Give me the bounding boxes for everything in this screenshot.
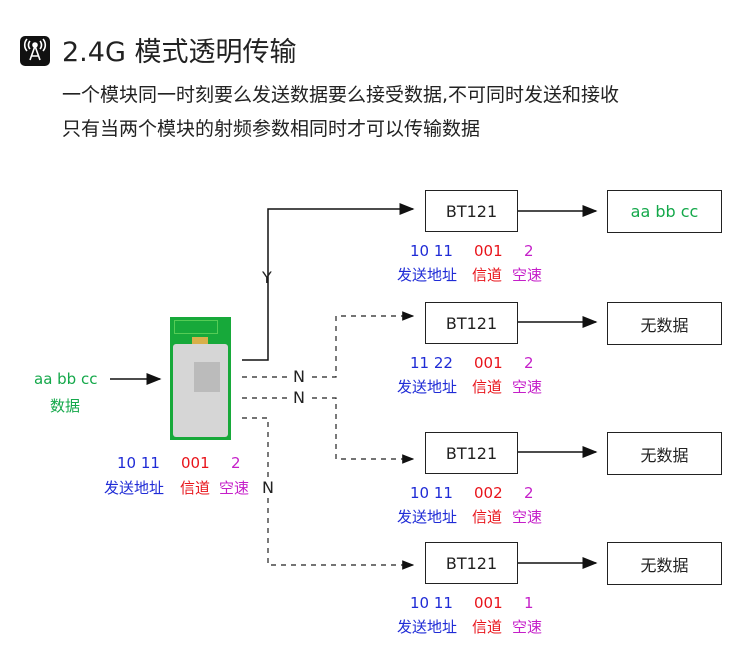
- description-line-1: 一个模块同一时刻要么发送数据要么接受数据,不可同时发送和接收: [62, 84, 620, 106]
- receiver-output-box: 无数据: [607, 432, 722, 475]
- flag-n: N: [293, 388, 305, 407]
- receiver-output-box: aa bb cc: [607, 190, 722, 233]
- receiver-channel: 001: [474, 242, 503, 260]
- source-rate: 2: [231, 454, 241, 472]
- receiver-rate-label: 空速: [512, 266, 543, 284]
- receiver-rate-label: 空速: [512, 378, 543, 396]
- receiver-channel-label: 信道: [472, 508, 503, 526]
- branch-line-n3: [242, 417, 413, 565]
- input-data: aa bb cc: [34, 370, 98, 388]
- receiver-rate: 2: [524, 354, 534, 372]
- receiver-addr: 11 22: [410, 354, 453, 372]
- source-addr-label: 发送地址: [104, 479, 165, 497]
- bt121-module-image: [170, 317, 231, 440]
- branch-line-y: [242, 203, 415, 361]
- flag-y: Y: [262, 268, 272, 287]
- receiver-addr: 10 11: [410, 594, 453, 612]
- receiver-rate-label: 空速: [512, 508, 543, 526]
- receiver-addr: 10 11: [410, 484, 453, 502]
- receiver-addr-label: 发送地址: [397, 266, 458, 284]
- receiver-addr-label: 发送地址: [397, 618, 458, 636]
- source-channel: 001: [181, 454, 210, 472]
- receiver-addr-label: 发送地址: [397, 378, 458, 396]
- receiver-module-box: BT121: [425, 542, 518, 584]
- description-line-2: 只有当两个模块的射频参数相同时才可以传输数据: [62, 118, 481, 140]
- receiver-output-box: 无数据: [607, 542, 722, 585]
- receiver-addr: 10 11: [410, 242, 453, 260]
- receiver-channel: 001: [474, 594, 503, 612]
- branch-line-n2: [242, 397, 413, 459]
- page-title: 2.4G 模式透明传输: [62, 37, 297, 68]
- receiver-channel: 001: [474, 354, 503, 372]
- receiver-output-box: 无数据: [607, 302, 722, 345]
- source-addr: 10 11: [117, 454, 160, 472]
- input-label: 数据: [50, 397, 81, 415]
- receiver-rate: 1: [524, 594, 534, 612]
- source-rate-label: 空速: [219, 479, 250, 497]
- flag-n: N: [262, 478, 274, 497]
- source-channel-label: 信道: [180, 479, 211, 497]
- receiver-channel-label: 信道: [472, 266, 503, 284]
- receiver-addr-label: 发送地址: [397, 508, 458, 526]
- receiver-channel-label: 信道: [472, 378, 503, 396]
- receiver-channel: 002: [474, 484, 503, 502]
- branch-line-n1: [242, 316, 413, 378]
- receiver-rate: 2: [524, 484, 534, 502]
- receiver-module-box: BT121: [425, 432, 518, 474]
- flag-n: N: [293, 367, 305, 386]
- receiver-module-box: BT121: [425, 302, 518, 344]
- receiver-rate-label: 空速: [512, 618, 543, 636]
- receiver-channel-label: 信道: [472, 618, 503, 636]
- antenna-icon: [20, 36, 50, 66]
- receiver-module-box: BT121: [425, 190, 518, 232]
- receiver-rate: 2: [524, 242, 534, 260]
